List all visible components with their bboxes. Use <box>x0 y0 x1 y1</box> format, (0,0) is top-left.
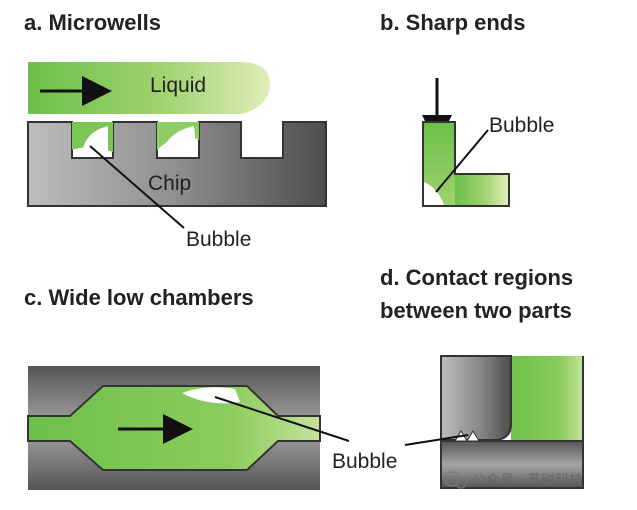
channel-outflow-fade <box>455 175 508 205</box>
panel-d-contact-regions: d. Contact regions between two parts <box>380 265 584 489</box>
bubble-label-b: Bubble <box>489 114 554 137</box>
liquid-label: Liquid <box>150 74 206 97</box>
corner-bubble <box>424 182 444 205</box>
bubble-pointer-line-b <box>435 129 489 193</box>
contact-liquid <box>511 356 583 440</box>
contact-bubbles <box>454 430 480 442</box>
panel-c-title: c. Wide low chambers <box>24 285 254 310</box>
panel-b-title: b. Sharp ends <box>380 10 525 35</box>
watermark: 公众号 · 苏磁科技 <box>444 471 583 489</box>
panel-b-sharp-ends: b. Sharp ends Bubble <box>380 10 554 207</box>
well-2-bubble <box>161 126 197 156</box>
bubble-pointer-line-d <box>404 434 469 446</box>
liquid-shape <box>28 62 270 114</box>
well-3-empty <box>242 123 282 157</box>
panel-d-title-line-1: d. Contact regions <box>380 265 573 290</box>
well-1-bubble <box>82 126 108 154</box>
bubble-pointer-line-c <box>214 396 350 442</box>
top-part <box>440 355 512 441</box>
bubble-pointer-line <box>89 145 185 229</box>
wechat-icon-secondary <box>455 477 467 489</box>
panel-a-title: a. Microwells <box>24 10 161 35</box>
panel-c-wide-low-chambers: c. Wide low chambers Bubble <box>24 285 397 490</box>
bubble-label-c: Bubble <box>332 450 397 473</box>
chip-label: Chip <box>148 172 191 195</box>
panel-a-microwells: a. Microwells Liquid Chip Bubble <box>24 10 327 251</box>
watermark-text: 公众号 · 苏磁科技 <box>472 473 583 489</box>
panel-d-title-line-2: between two parts <box>380 298 572 323</box>
bubble-label-a: Bubble <box>186 228 251 251</box>
chamber-bubble <box>182 387 240 404</box>
